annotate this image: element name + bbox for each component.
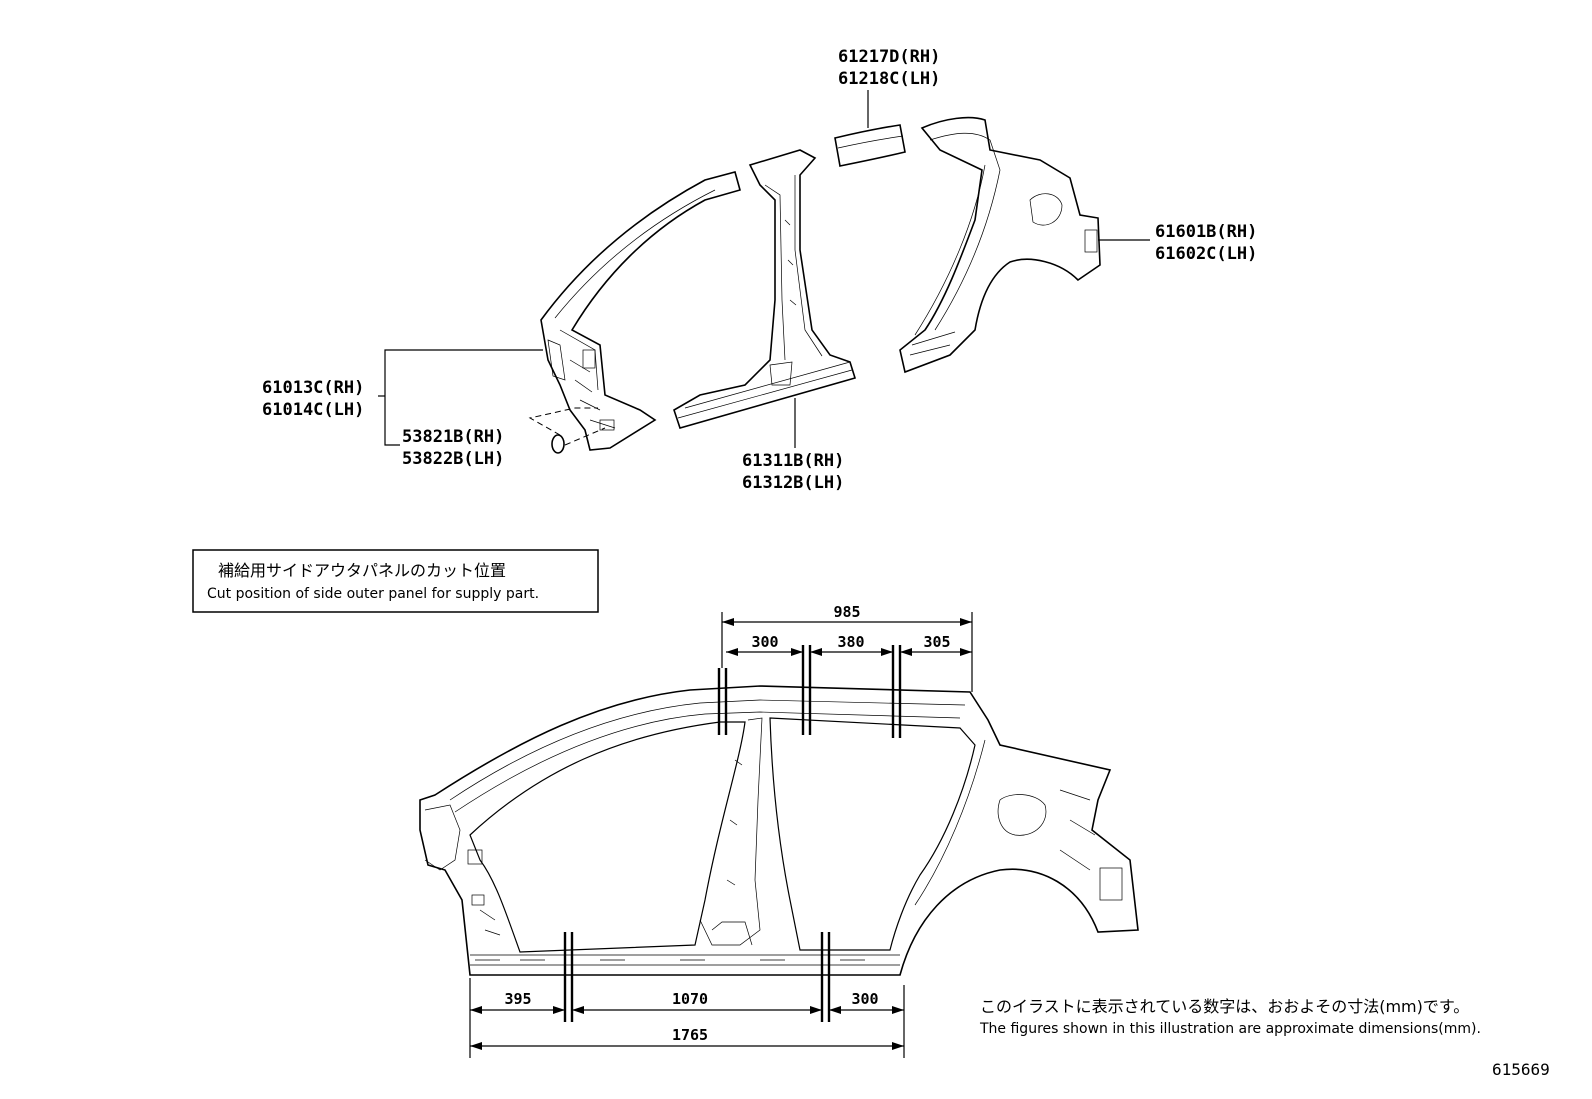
center-pillar-rocker-part <box>673 149 857 429</box>
callout-61217D: 61217D(RH) <box>838 47 940 67</box>
callout-61013C: 61013C(RH) <box>262 378 364 398</box>
dim-bottom-c: 300 <box>851 990 878 1008</box>
cut-note-en: Cut position of side outer panel for sup… <box>207 586 539 602</box>
plate-part <box>528 407 606 454</box>
callout-61311B: 61311B(RH) <box>742 451 844 471</box>
figure-id: 615669 <box>1492 1060 1550 1079</box>
top-dimensions: 985 300 380 305 <box>721 603 973 692</box>
footnote-en: The figures shown in this illustration a… <box>979 1021 1481 1037</box>
side-outer-panel <box>419 685 1139 976</box>
footnote-jp: このイラストに表示されている数字は、おおよその寸法(mm)です。 <box>980 997 1469 1016</box>
quarter-panel-part <box>899 116 1101 374</box>
dim-top-c: 305 <box>923 633 950 651</box>
callout-53821B: 53821B(RH) <box>402 427 504 447</box>
cut-position-note: 補給用サイドアウタパネルのカット位置 Cut position of side … <box>192 549 599 613</box>
dim-bottom-total: 1765 <box>672 1026 708 1044</box>
callout-61601B: 61601B(RH) <box>1155 222 1257 242</box>
callout-61014C: 61014C(LH) <box>262 400 364 420</box>
dim-bottom-b: 1070 <box>672 990 708 1008</box>
dim-bottom-a: 395 <box>504 990 531 1008</box>
front-pillar-part <box>540 171 741 451</box>
callout-61312B: 61312B(LH) <box>742 473 844 493</box>
dim-top-total: 985 <box>833 603 860 621</box>
bottom-dimensions: 395 1070 300 1765 <box>469 978 905 1058</box>
cut-note-jp: 補給用サイドアウタパネルのカット位置 <box>218 561 506 580</box>
callout-61218C: 61218C(LH) <box>838 69 940 89</box>
exploded-view: 61217D(RH) 61218C(LH) 61601B(RH) 61602C(… <box>262 47 1257 493</box>
roof-side-rail-part <box>834 124 906 167</box>
callout-61602C: 61602C(LH) <box>1155 244 1257 264</box>
leader-lines <box>378 90 1150 448</box>
cut-marks <box>563 645 902 1022</box>
callout-53822B: 53822B(LH) <box>402 449 504 469</box>
dim-top-a: 300 <box>751 633 778 651</box>
dim-top-b: 380 <box>837 633 864 651</box>
